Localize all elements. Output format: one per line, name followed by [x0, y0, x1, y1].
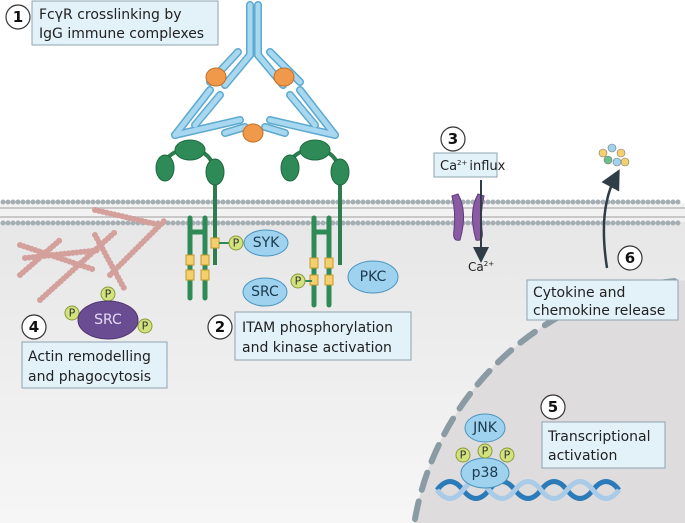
step-text: ITAM phosphorylation [242, 320, 393, 336]
step-number: 1 [13, 8, 23, 26]
phospho-label: P [504, 449, 511, 462]
step-text: and phagocytosis [28, 369, 151, 385]
step-number: 5 [548, 398, 558, 416]
pkc-kinase: PKC [348, 261, 398, 293]
step-text: Transcriptional [547, 429, 651, 445]
src-actin-label: SRC [94, 312, 122, 328]
step-1: 1 FcγR crosslinking by IgG immune comple… [6, 1, 218, 45]
step-3: 3 Ca2+influx [434, 127, 506, 177]
step-text: FcγR crosslinking by [39, 7, 182, 23]
cytokines [599, 144, 629, 166]
phospho-label: P [295, 275, 302, 288]
step-number: 6 [625, 249, 635, 267]
step-2: 2 ITAM phosphorylation and kinase activa… [208, 312, 411, 360]
step-text: Cytokine and [533, 285, 625, 301]
phospho-label: P [142, 320, 149, 333]
src-label: SRC [251, 284, 279, 300]
step-text: Actin remodelling [28, 349, 151, 365]
p38-label: p38 [472, 465, 499, 481]
step-number: 2 [215, 318, 225, 336]
step-text: IgG immune complexes [39, 26, 204, 42]
pkc-label: PKC [360, 269, 387, 285]
step-text: Ca2+influx [440, 159, 506, 174]
phospho-label: P [69, 307, 76, 320]
step-number: 3 [448, 130, 458, 148]
step-text: activation [548, 448, 617, 464]
phospho-label: P [482, 445, 489, 458]
phospho-label: P [460, 449, 467, 462]
step-text: chemokine release [533, 303, 665, 319]
syk-label: SYK [253, 235, 280, 251]
step-text: and kinase activation [242, 340, 392, 356]
phospho-label: P [233, 237, 240, 250]
jnk-label: JNK [472, 420, 498, 436]
step-number: 4 [29, 318, 39, 336]
phospho-label: P [105, 288, 112, 301]
